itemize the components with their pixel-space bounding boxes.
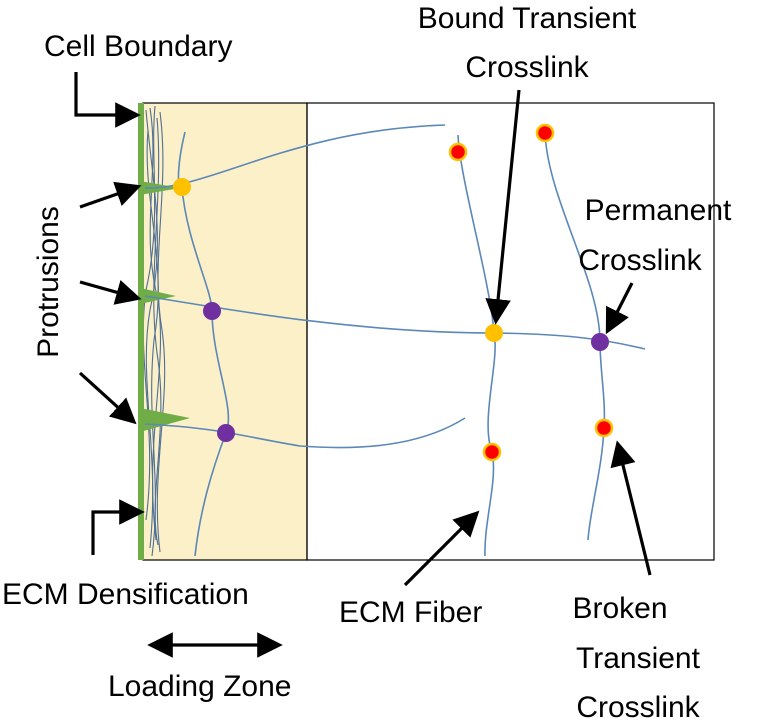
- bound-transient-arrow: [485, 89, 521, 325]
- ecm-fiber-6: [544, 132, 606, 541]
- cell-boundary-arrow: [74, 72, 141, 128]
- ecm-fiber-5: [457, 134, 496, 557]
- broken-transient-crosslink: [482, 442, 502, 462]
- permanent-crosslink-label-line2: Crosslink: [578, 244, 702, 277]
- broken-transient-label-line3: Crosslink: [576, 691, 700, 723]
- ecm-fiber-arrow: [403, 510, 480, 587]
- loading-zone-region: [142, 102, 308, 561]
- protrusions-label: Protrusions: [32, 206, 65, 358]
- permanent-crosslink: [591, 333, 609, 351]
- ecm-fiber-1: [144, 124, 446, 189]
- labels: Cell Boundary Protrusions ECM Densificat…: [2, 2, 732, 723]
- bound-transient-crosslink: [485, 324, 503, 342]
- broken-transient-crosslink: [594, 418, 614, 438]
- protrusion-arrow-1: [79, 181, 142, 209]
- bound-transient-crosslink: [173, 178, 191, 196]
- permanent-crosslink: [217, 424, 235, 442]
- permanent-crosslink: [203, 302, 221, 320]
- annotation-arrows: [74, 72, 652, 658]
- bound-transient-label-line2: Crosslink: [465, 51, 589, 84]
- cell-boundary-label: Cell Boundary: [44, 30, 232, 63]
- protrusion-2: [140, 288, 176, 304]
- broken-transient-arrow: [610, 440, 652, 576]
- ecm-densification-label: ECM Densification: [2, 578, 249, 611]
- protrusion-3: [140, 408, 190, 432]
- protrusion-arrow-2: [79, 280, 142, 305]
- broken-transient-crosslink: [535, 123, 555, 143]
- crosslinks: [173, 123, 614, 462]
- broken-transient-label-line1: Broken: [572, 592, 667, 625]
- permanent-crosslink-label-line1: Permanent: [585, 194, 732, 227]
- broken-transient-label-line2: Transient: [576, 642, 701, 675]
- ecm-densification-arrow: [91, 499, 145, 555]
- permanent-crosslink-arrow: [605, 282, 634, 335]
- broken-transient-crosslink: [448, 142, 468, 162]
- bound-transient-label-line1: Bound Transient: [418, 2, 637, 35]
- ecm-fiber-3: [144, 417, 466, 449]
- ecm-domain-box: [306, 102, 715, 561]
- loading-zone-label: Loading Zone: [108, 670, 292, 703]
- ecm-fiber-label: ECM Fiber: [339, 596, 482, 629]
- protrusion-arrow-3: [78, 371, 137, 425]
